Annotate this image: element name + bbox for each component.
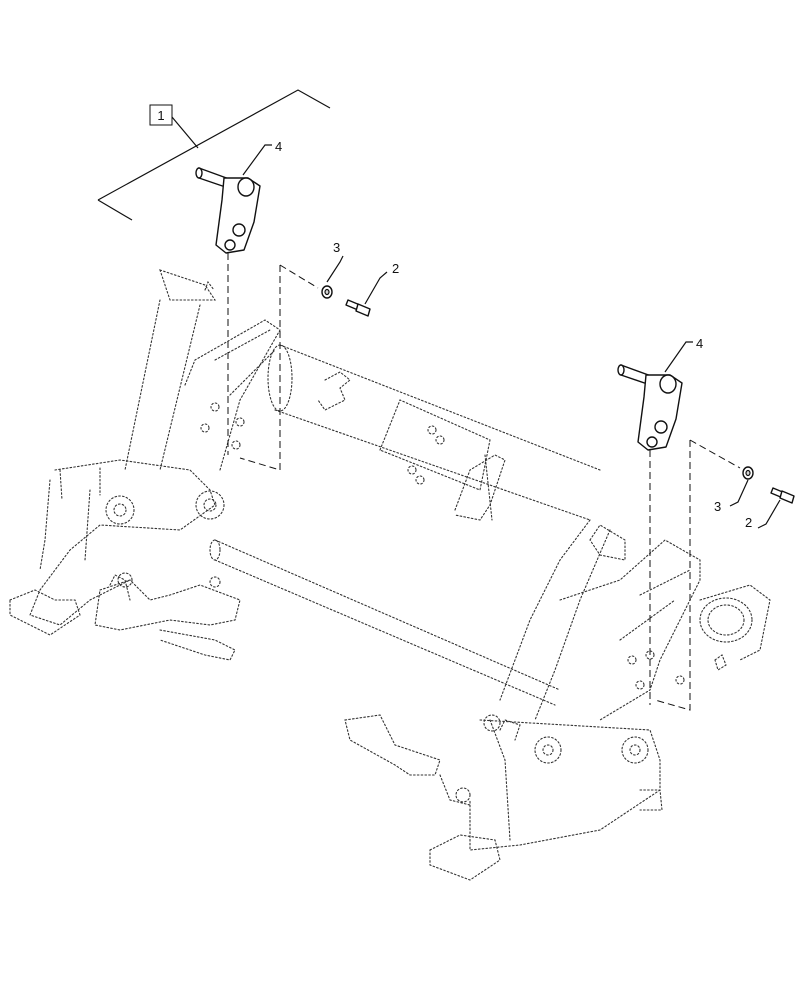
assembly-line-right — [654, 439, 741, 711]
bracket-right — [617, 364, 683, 705]
loader-frame-context — [9, 269, 771, 881]
assembly-callout-box — [149, 104, 173, 126]
bolt-left — [345, 299, 371, 317]
washer-left-callout: 3 — [326, 240, 344, 283]
washer-left — [321, 285, 333, 299]
bolt-right-callout: 2 — [745, 499, 781, 530]
assembly-callout-label: 1 — [157, 108, 164, 123]
washer-right-label: 3 — [714, 499, 721, 514]
washer-right-callout: 3 — [714, 479, 749, 514]
bolt-left-label: 2 — [392, 261, 399, 276]
assembly-line-left — [239, 264, 319, 471]
assembly-callout: 1 — [97, 89, 331, 221]
bracket-left — [195, 167, 261, 455]
bolt-right-label: 2 — [745, 515, 752, 530]
bracket-left-callout: 4 — [242, 139, 282, 176]
bracket-left-label: 4 — [275, 139, 282, 154]
bolt-right — [770, 487, 795, 504]
bolt-left-callout: 2 — [364, 261, 399, 305]
bracket-right-callout: 4 — [664, 336, 703, 373]
washer-right — [742, 466, 754, 480]
bracket-right-label: 4 — [696, 336, 703, 351]
washer-left-label: 3 — [333, 240, 340, 255]
